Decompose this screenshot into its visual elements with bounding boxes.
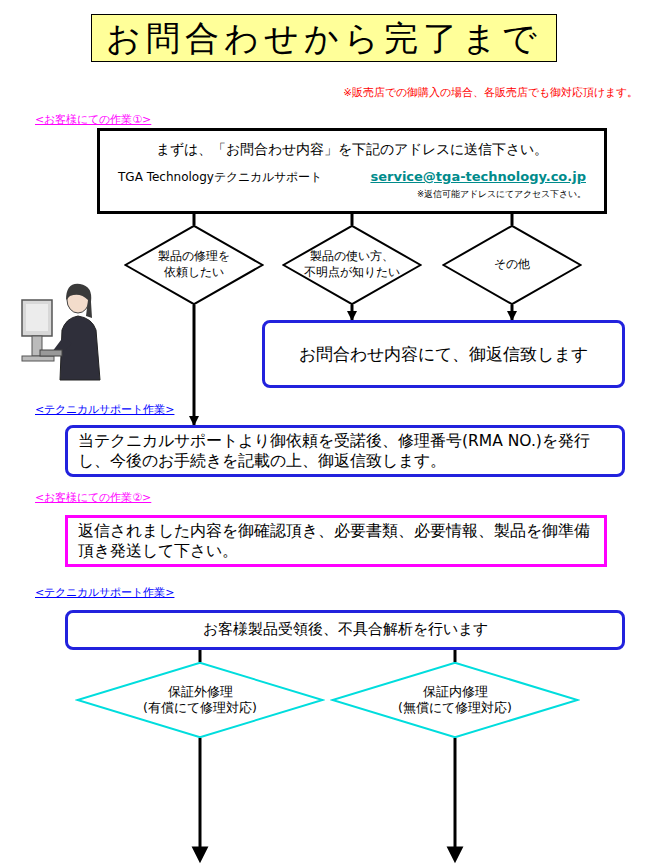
flow-connector [351, 305, 354, 320]
decision-text: 製品の修理を 依頼したい [144, 249, 244, 280]
flow-connector [454, 650, 457, 662]
flow-connector [511, 214, 514, 225]
decision-text: その他 [462, 257, 562, 273]
flow-line [454, 738, 457, 850]
box-text: お問合わせ内容にて、御返信致します [275, 343, 612, 365]
flow-connector [193, 214, 196, 225]
decision-text: 製品の使い方、 不明点が知りたい [302, 249, 402, 280]
instruction-text: まずは、「お問合わせ内容」を下記のアドレスに送信下さい。 [110, 141, 594, 159]
flow-connector [351, 214, 354, 225]
address-row: TGA Technologyテクニカルサポート service@tga-techn… [110, 169, 594, 186]
decision-text: 保証内修理 (無償にて修理対応) [380, 684, 530, 717]
title-band: お問合わせから完了まで [0, 14, 648, 62]
box-text: 当テクニカルサポートより御依頼を受諾後、修理番号(RMA NO.)を発行し、今後… [78, 431, 612, 471]
step-label: <お客様にての作業①> [35, 112, 151, 127]
title-text: お問合わせから完了まで [91, 14, 557, 62]
box-text: 返信されました内容を御確認頂き、必要書類、必要情報、製品を御準備頂き発送して下さ… [78, 521, 594, 561]
step-label: <お客様にての作業②> [35, 490, 151, 505]
email-address: service@tga-technology.co.jp [370, 169, 586, 184]
decision-diamond: 保証内修理 (無償にて修理対応) [330, 662, 580, 738]
process-box: お問合わせ内容にて、御返信致します [262, 320, 625, 388]
decision-diamond: 製品の修理を 依頼したい [124, 225, 264, 305]
process-box: お客様製品受領後、不具合解析を行います [65, 610, 625, 650]
arrow-head [194, 848, 206, 860]
operator-illustration [22, 284, 100, 380]
support-name: TGA Technologyテクニカルサポート [118, 169, 322, 186]
note-text: ※返信可能アドレスにてアクセス下さい。 [110, 189, 594, 201]
flow-line [199, 738, 202, 850]
box-text: お客様製品受領後、不具合解析を行います [78, 620, 612, 640]
step-label: <テクニカルサポート作業> [35, 585, 174, 600]
decision-diamond: 保証外修理 (有償にて修理対応) [75, 662, 325, 738]
arrow-head [449, 848, 461, 860]
flow-connector [511, 305, 514, 320]
decision-diamond: 製品の使い方、 不明点が知りたい [282, 225, 422, 305]
step-label: <テクニカルサポート作業> [35, 402, 174, 417]
process-box: 返信されました内容を御確認頂き、必要書類、必要情報、製品を御準備頂き発送して下さ… [65, 515, 607, 567]
process-box: まずは、「お問合わせ内容」を下記のアドレスに送信下さい。 TGA Technolo… [97, 128, 607, 214]
flow-connector [193, 305, 196, 425]
decision-text: 保証外修理 (有償にて修理対応) [125, 684, 275, 717]
note-text: ※販売店での御購入の場合、各販売店でも御対応頂けます。 [343, 86, 638, 100]
flow-connector [199, 650, 202, 662]
decision-diamond: その他 [442, 225, 582, 305]
process-box: 当テクニカルサポートより御依頼を受諾後、修理番号(RMA NO.)を発行し、今後… [65, 425, 625, 477]
outgoing-arrows [194, 738, 461, 860]
